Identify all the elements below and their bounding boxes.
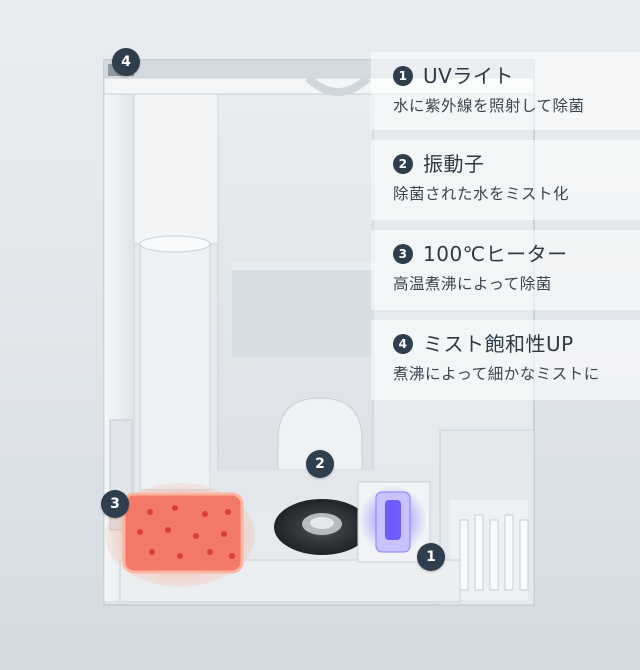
water-tank [217, 74, 374, 475]
feature-card-heater: 3 100℃ヒーター 高温煮沸によって除菌 [371, 230, 640, 310]
feature-title: ミスト飽和性UP [423, 332, 574, 356]
feature-title: 振動子 [423, 152, 485, 176]
heater-plate [105, 483, 255, 587]
marker-4: 4 [112, 48, 140, 76]
feature-number: 4 [393, 334, 413, 354]
feature-card-vibrator: 2 振動子 除菌された水をミスト化 [371, 140, 640, 220]
marker-2: 2 [306, 450, 334, 478]
steam-duct [133, 93, 219, 491]
marker-3: 3 [101, 490, 129, 518]
feature-number: 2 [393, 154, 413, 174]
feature-description: 煮沸によって細かなミストに [393, 365, 600, 383]
feature-description: 高温煮沸によって除菌 [393, 275, 552, 293]
feature-card-mist: 4 ミスト飽和性UP 煮沸によって細かなミストに [371, 320, 640, 400]
feature-number: 1 [393, 66, 413, 86]
marker-1: 1 [417, 543, 445, 571]
feature-title: UVライト [423, 64, 514, 88]
uv-light [357, 481, 431, 563]
vibrator-disc [274, 499, 370, 555]
feature-description: 除菌された水をミスト化 [393, 185, 570, 203]
feature-number: 3 [393, 244, 413, 264]
feature-description: 水に紫外線を照射して除菌 [393, 97, 585, 115]
feature-card-uv: 1 UVライト 水に紫外線を照射して除菌 [371, 52, 640, 130]
feature-title: 100℃ヒーター [423, 242, 568, 266]
